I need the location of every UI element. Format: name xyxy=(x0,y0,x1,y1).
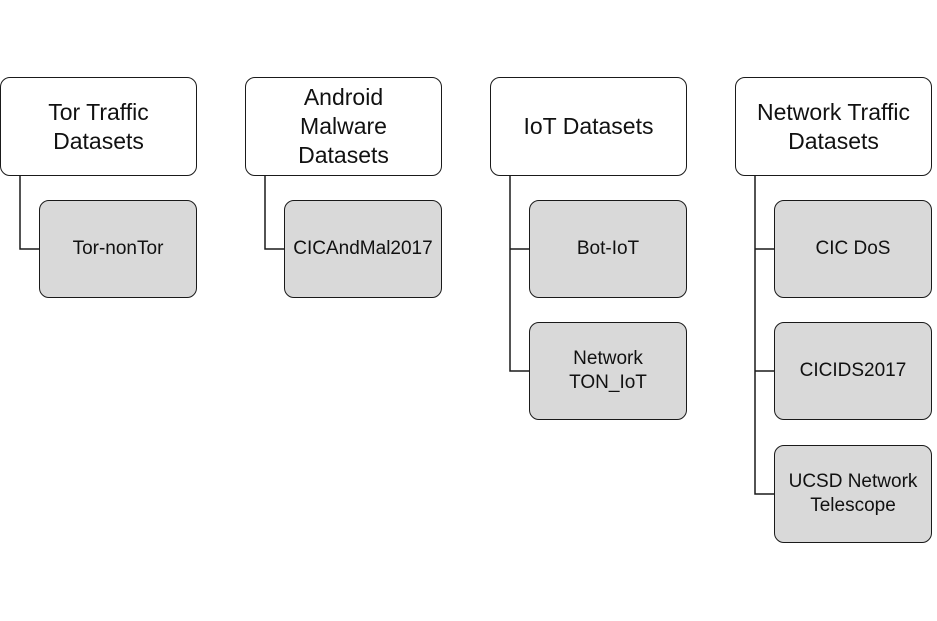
group-android-malware-datasets: Android Malware Datasets xyxy=(245,77,442,176)
connector-tor-traffic xyxy=(19,176,40,250)
dataset-ucsd-network-telescope: UCSD Network Telescope xyxy=(774,445,932,543)
dataset-cicandmal2017: CICAndMal2017 xyxy=(284,200,442,298)
dataset-tor-nontor: Tor-nonTor xyxy=(39,200,197,298)
group-tor-traffic-datasets: Tor Traffic Datasets xyxy=(0,77,197,176)
group-network-traffic-datasets: Network Traffic Datasets xyxy=(735,77,932,176)
dataset-bot-iot: Bot-IoT xyxy=(529,200,687,298)
connector-iot xyxy=(509,176,530,372)
dataset-cicids2017: CICIDS2017 xyxy=(774,322,932,420)
connector-android-malware xyxy=(264,176,285,250)
dataset-network-ton-iot: Network TON_IoT xyxy=(529,322,687,420)
group-iot-datasets: IoT Datasets xyxy=(490,77,687,176)
dataset-cic-dos: CIC DoS xyxy=(774,200,932,298)
connector-network-traffic xyxy=(754,176,775,495)
